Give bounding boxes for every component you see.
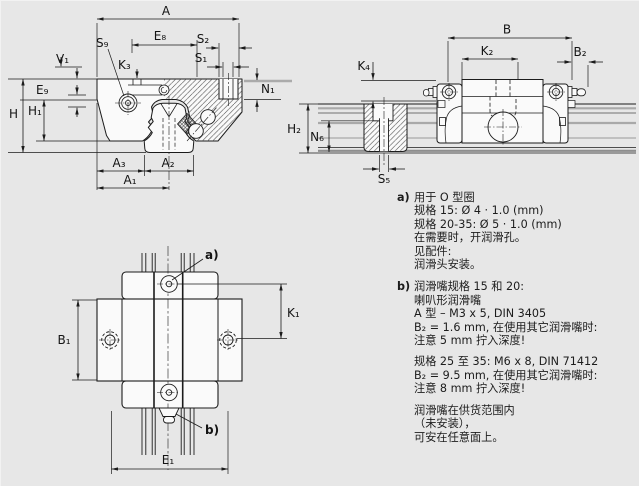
ball-bearings: [176, 106, 218, 142]
side-hole-left: [99, 329, 121, 351]
dim-B2: B₂: [557, 45, 603, 87]
screw-icon-right: [547, 83, 565, 101]
screw-icon-left: [440, 83, 458, 101]
note-a-line: 见配件:: [414, 244, 452, 258]
svg-text:K₁: K₁: [287, 306, 300, 320]
svg-text:b): b): [205, 423, 219, 437]
thread-hole-icon: [158, 84, 170, 96]
dim-B: B: [447, 23, 573, 82]
note-a: a) 用于 O 型圈 规格 15: Ø 4 · 1.0 (mm) 规格 20-3…: [397, 191, 635, 271]
svg-text:a): a): [205, 248, 219, 262]
lube-hole-bottom: [157, 383, 180, 402]
dim-E8: E₈: [131, 29, 198, 77]
svg-text:H₂: H₂: [287, 122, 301, 136]
lube-hole-top: [157, 275, 180, 293]
note-a-line: 规格 20-35: Ø 5 · 1.0 (mm): [414, 217, 562, 231]
svg-text:K₂: K₂: [481, 44, 494, 58]
note-a-line: 润滑头安装。: [414, 258, 482, 272]
rail-section-block: [363, 97, 408, 166]
svg-text:A₂: A₂: [161, 156, 174, 170]
svg-text:A₃: A₃: [112, 156, 125, 170]
rail-top-view: [141, 253, 195, 455]
note-b-para2: 规格 25 至 35: M6 x 8, DIN 71412 B₂ = 9.5 m…: [414, 355, 599, 396]
datum-lines: [8, 78, 146, 153]
svg-text:A₁: A₁: [123, 173, 136, 187]
svg-text:N₁: N₁: [261, 82, 275, 96]
svg-text:S₂: S₂: [197, 32, 210, 46]
dim-S5: S₅: [363, 155, 405, 186]
dim-V1: V₁: [55, 52, 82, 79]
dim-B1: B₁: [57, 299, 97, 381]
note-a-line: 在需要时，开润滑孔。: [414, 231, 526, 245]
svg-text:N₆: N₆: [310, 130, 324, 144]
svg-text:K₄: K₄: [357, 59, 370, 73]
dim-E1: E₁: [111, 411, 229, 474]
top-view: a) b) B₁ K₁ E₁: [57, 246, 300, 474]
svg-text:H: H: [9, 107, 18, 121]
grease-nipple-left: [423, 86, 438, 98]
svg-text:S₅: S₅: [378, 172, 391, 186]
dim-A2: A₂: [144, 155, 194, 176]
lube-duct: [128, 79, 162, 96]
cross-section-view: A E₈ S₉ K₃ S₂ S₁: [8, 4, 292, 190]
grease-port-icon: [115, 91, 141, 115]
note-a-line: 用于 O 型圈: [414, 191, 475, 204]
svg-text:E₉: E₉: [36, 83, 49, 97]
dim-A1: A₁: [96, 173, 170, 190]
rail-section: [143, 96, 195, 190]
side-hole-right: [217, 329, 239, 351]
svg-text:S₁: S₁: [195, 51, 208, 65]
dim-H: H: [9, 78, 25, 153]
svg-text:E₈: E₈: [154, 29, 167, 43]
dim-H2: H₂: [287, 103, 318, 154]
dim-N6: N₆: [310, 120, 379, 153]
svg-text:K₃: K₃: [118, 58, 131, 72]
dim-E9: E₉: [36, 83, 86, 117]
note-a-marker: a): [397, 191, 410, 204]
carriage-top-view: [96, 271, 243, 409]
mounting-hole: [218, 73, 239, 106]
dim-H1: H₁: [28, 99, 46, 142]
dim-K2: K₂: [461, 44, 519, 79]
svg-text:S₉: S₉: [96, 36, 109, 50]
svg-text:B₂: B₂: [573, 45, 586, 59]
ref-a: a): [171, 248, 219, 281]
dim-S2: S₂: [197, 32, 252, 77]
svg-text:A: A: [162, 4, 171, 18]
dim-N1: N₁: [255, 68, 275, 112]
notes-column: a) 用于 O 型圈 规格 15: Ø 4 · 1.0 (mm) 规格 20-3…: [397, 191, 635, 453]
note-b-para1: 润滑嘴规格 15 和 20: 喇叭形润滑嘴 A 型 – M3 x 5, DIN …: [414, 280, 598, 348]
svg-text:B: B: [503, 23, 511, 37]
grease-nipple-right: [567, 86, 586, 98]
note-b-marker: b): [397, 280, 411, 294]
svg-text:V₁: V₁: [56, 52, 69, 66]
svg-text:E₁: E₁: [162, 453, 175, 467]
note-b: b) 润滑嘴规格 15 和 20: 喇叭形润滑嘴 A 型 – M3 x 5, D…: [397, 280, 635, 443]
note-a-line: 规格 15: Ø 4 · 1.0 (mm): [414, 204, 544, 218]
dim-S1: S₁: [195, 51, 249, 77]
note-b-para3: 润滑嘴在供货范围内 （未安装）， 可安在任意面上。: [414, 403, 515, 444]
dim-S9: S₉: [96, 36, 125, 97]
dim-K1: K₁: [178, 283, 300, 339]
grease-nipple-bottom: [158, 407, 180, 424]
svg-text:H₁: H₁: [28, 104, 42, 118]
dim-K3: K₃: [118, 58, 139, 79]
carriage-side: [361, 79, 586, 145]
svg-text:B₁: B₁: [57, 333, 70, 347]
side-view: B K₂ B₂ K₄ H₂ N₆: [287, 23, 636, 186]
dim-K4: K₄: [357, 59, 375, 118]
ref-b: b): [175, 413, 219, 437]
